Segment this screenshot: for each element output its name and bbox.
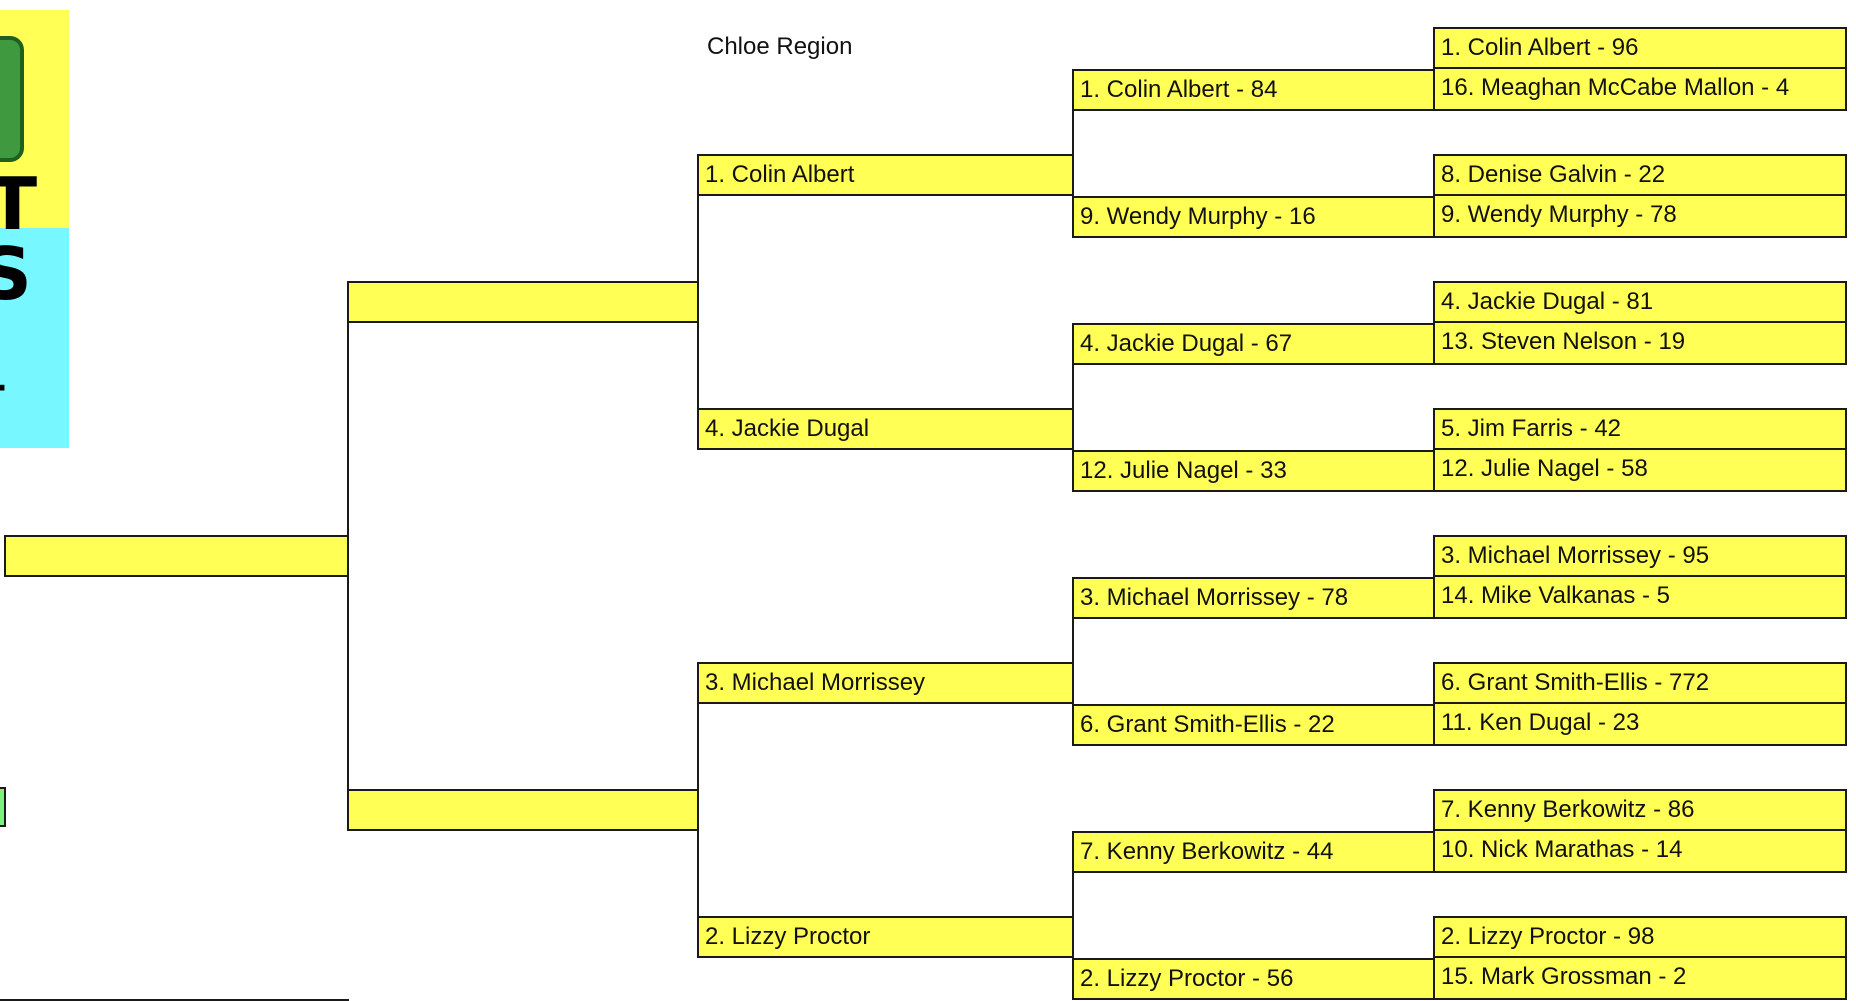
bracket-slot[interactable]: 8. Denise Galvin - 22 xyxy=(1433,154,1847,196)
bracket-slot[interactable]: 9. Wendy Murphy - 78 xyxy=(1433,196,1847,238)
bracket-connector xyxy=(1072,619,1074,704)
logo-badge-icon xyxy=(0,36,24,162)
bracket-slot[interactable]: 2. Lizzy Proctor - 56 xyxy=(1072,958,1435,1000)
bracket-slot[interactable]: 4. Jackie Dugal - 67 xyxy=(1072,323,1435,365)
bracket-slot[interactable] xyxy=(4,535,349,577)
bracket-slot[interactable]: 13. Steven Nelson - 19 xyxy=(1433,323,1847,365)
bracket-slot[interactable] xyxy=(347,789,699,831)
logo-letter: S xyxy=(0,232,32,316)
bracket-slot[interactable]: 1. Colin Albert xyxy=(697,154,1074,196)
partial-green-box xyxy=(0,787,6,827)
bracket-slot[interactable]: 7. Kenny Berkowitz - 44 xyxy=(1072,831,1435,873)
logo-cyan-panel xyxy=(0,228,69,448)
bracket-slot[interactable]: 1. Colin Albert - 84 xyxy=(1072,69,1435,111)
bracket-slot[interactable]: 2. Lizzy Proctor - 98 xyxy=(1433,916,1847,958)
logo-letter: - xyxy=(0,350,7,422)
bracket-slot[interactable]: 7. Kenny Berkowitz - 86 xyxy=(1433,789,1847,831)
bracket-slot[interactable]: 5. Jim Farris - 42 xyxy=(1433,408,1847,450)
bracket-slot[interactable]: 4. Jackie Dugal - 81 xyxy=(1433,281,1847,323)
logo-letter: T xyxy=(0,162,38,246)
bracket-slot[interactable] xyxy=(347,281,699,323)
bracket-slot[interactable]: 1. Colin Albert - 96 xyxy=(1433,27,1847,69)
bracket-slot[interactable]: 11. Ken Dugal - 23 xyxy=(1433,704,1847,746)
bracket-slot[interactable]: 3. Michael Morrissey - 78 xyxy=(1072,577,1435,619)
bracket-slot[interactable]: 3. Michael Morrissey xyxy=(697,662,1074,704)
bracket-slot[interactable]: 9. Wendy Murphy - 16 xyxy=(1072,196,1435,238)
bracket-slot[interactable]: 3. Michael Morrissey - 95 xyxy=(1433,535,1847,577)
bracket-slot[interactable]: 15. Mark Grossman - 2 xyxy=(1433,958,1847,1000)
bracket-slot[interactable]: 4. Jackie Dugal xyxy=(697,408,1074,450)
bracket-slot[interactable]: 2. Lizzy Proctor xyxy=(697,916,1074,958)
region-title: Chloe Region xyxy=(707,33,853,60)
bracket-slot[interactable]: 16. Meaghan McCabe Mallon - 4 xyxy=(1433,69,1847,111)
bracket-slot[interactable]: 10. Nick Marathas - 14 xyxy=(1433,831,1847,873)
bracket-connector xyxy=(1072,365,1074,450)
bracket-slot[interactable]: 12. Julie Nagel - 33 xyxy=(1072,450,1435,492)
bracket-slot[interactable]: 12. Julie Nagel - 58 xyxy=(1433,450,1847,492)
bracket-slot[interactable]: 6. Grant Smith-Ellis - 772 xyxy=(1433,662,1847,704)
bracket-slot[interactable]: 6. Grant Smith-Ellis - 22 xyxy=(1072,704,1435,746)
bracket-slot[interactable]: 14. Mike Valkanas - 5 xyxy=(1433,577,1847,619)
bracket-connector xyxy=(1072,111,1074,196)
bracket-connector xyxy=(1072,873,1074,958)
